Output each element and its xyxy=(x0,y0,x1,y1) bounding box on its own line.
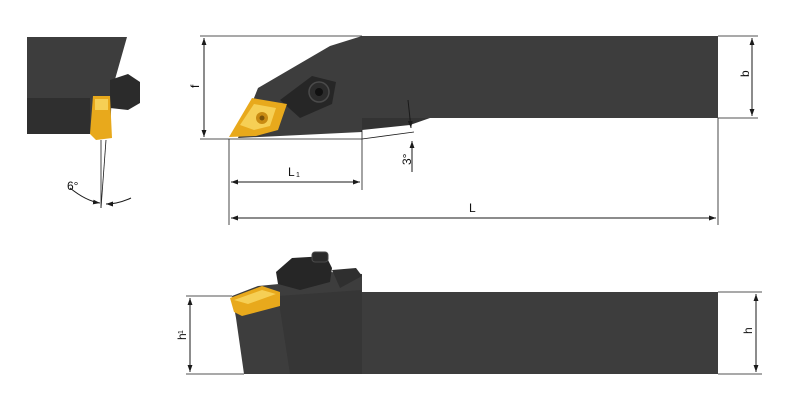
end-view: 6° xyxy=(27,37,140,209)
end-view-ref-line-angled xyxy=(100,139,107,209)
h1-label: h xyxy=(175,333,189,340)
plan-shank xyxy=(362,36,718,118)
side-clamp xyxy=(276,256,332,290)
f-label: f xyxy=(188,84,202,88)
plan-head-shade xyxy=(362,118,430,130)
side-clamp-arm xyxy=(332,268,362,288)
l1-label: L xyxy=(288,165,295,179)
side-clamp-screw xyxy=(311,251,329,263)
side-head-face xyxy=(278,290,362,374)
l-label: L xyxy=(469,201,476,215)
h1-label-subscript: 1 xyxy=(178,330,185,334)
six-degree-arc xyxy=(69,187,101,205)
plan-insert-hole-inner xyxy=(259,115,265,121)
b-label: b xyxy=(738,70,752,77)
end-view-body-shade xyxy=(27,98,90,134)
side-view: h 1 h xyxy=(175,251,762,375)
end-view-clamp xyxy=(110,74,140,110)
six-degree-label: 6° xyxy=(67,179,79,193)
h-label: h xyxy=(741,327,755,334)
side-insert-highlight xyxy=(234,290,276,304)
side-shank xyxy=(362,292,718,374)
plan-ext-angle xyxy=(361,131,415,140)
l1-label-subscript: 1 xyxy=(296,172,300,179)
plan-clamp-screw-hole xyxy=(315,88,323,96)
three-degree-arrow-upper xyxy=(407,99,413,129)
end-view-insert-highlight xyxy=(95,99,108,110)
six-degree-arc-right xyxy=(105,197,132,207)
three-degree-label: 3° xyxy=(400,153,414,165)
plan-view: f b L 1 L 3° xyxy=(188,35,758,225)
